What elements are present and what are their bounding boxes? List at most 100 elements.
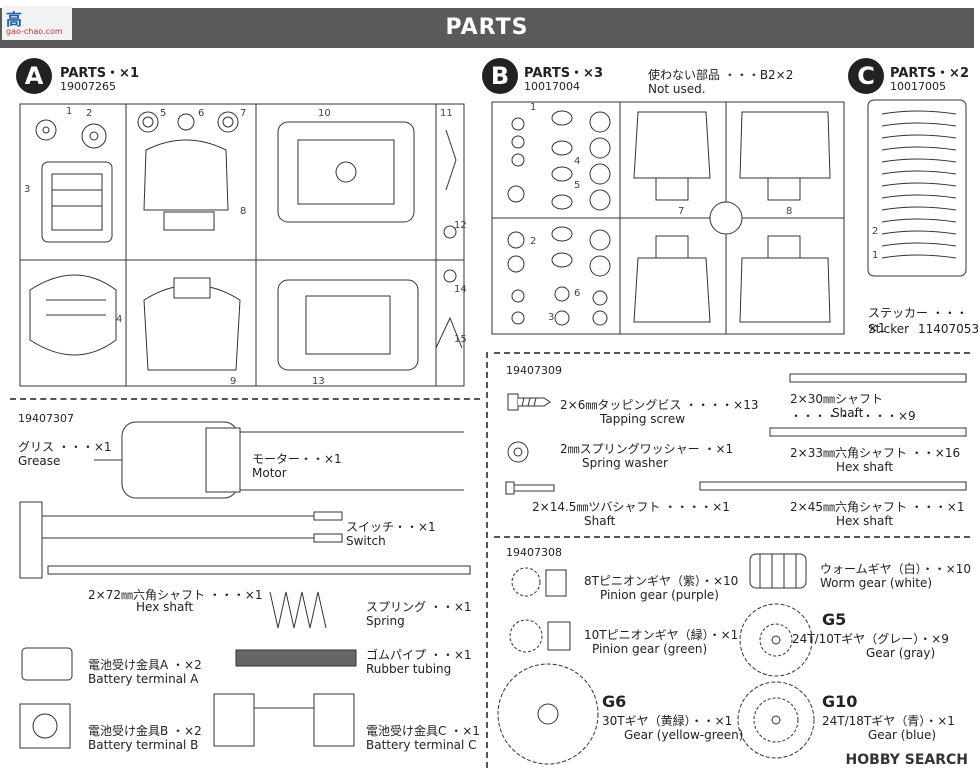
item-jp: モーター・・×1: [252, 452, 342, 466]
sprue-c-label: PARTS・×2: [890, 66, 969, 81]
divider: [494, 536, 970, 538]
item-jp: 電池受け金具C ・×1: [366, 724, 480, 738]
part-number: 5: [160, 108, 167, 119]
sprue-a-drawing: [19, 103, 465, 387]
item-en: Gear (gray): [866, 646, 936, 660]
item-en: Grease: [18, 454, 61, 468]
item-en: Battery terminal C: [366, 738, 477, 752]
bag-19407307-code: 19407307: [18, 412, 74, 425]
sprue-b-drawing: [491, 101, 845, 335]
item-jp: 24T/18Tギヤ（青）・×1: [822, 714, 955, 728]
title-banner: [0, 8, 974, 48]
bag-19407309-drawing: [505, 373, 967, 495]
gear-label: G6: [602, 692, 627, 711]
item-jp: スイッチ・・×1: [346, 520, 436, 534]
part-number: 1: [530, 102, 537, 113]
sprue-a-letter: A: [16, 58, 52, 94]
item-en: Battery terminal B: [88, 738, 199, 752]
item-en: Hex shaft: [836, 460, 894, 474]
part-number: 6: [574, 288, 581, 299]
part-number: 2: [86, 108, 93, 119]
part-number: 2: [530, 236, 537, 247]
item-jp: 30Tギヤ（黄緑）・・×1: [602, 714, 733, 728]
item-jp: 電池受け金具B ・×2: [88, 724, 202, 738]
item-en: Tapping screw: [600, 412, 686, 426]
item-en: Hex shaft: [136, 600, 194, 614]
sprue-c-letter: C: [848, 58, 884, 94]
sprue-b-letter: B: [482, 58, 518, 94]
sprue-b-code: 10017004: [524, 80, 580, 93]
part-number: 15: [454, 334, 467, 345]
part-number: 4: [116, 314, 123, 325]
part-number: 10: [318, 108, 331, 119]
part-number: 1: [66, 106, 73, 117]
part-number: 7: [240, 108, 247, 119]
sticker-code: 11407053: [918, 322, 979, 336]
item-en: Shaft: [584, 514, 616, 528]
item-en: Hex shaft: [836, 514, 894, 528]
item-jp: 2×6㎜タッピングビス ・・・・×13: [560, 398, 759, 412]
item-jp: 2×72㎜六角シャフト ・・・×1: [88, 588, 263, 602]
site-logo-subtext: gao-chao.com: [6, 27, 63, 36]
bag-19407308-code: 19407308: [506, 546, 562, 559]
not-used-jp: 使わない部品 ・・・B2×2: [648, 68, 794, 82]
bag-19407307-drawing: [19, 421, 471, 749]
item-jp: グリス ・・・×1: [18, 440, 112, 454]
item-en: Motor: [252, 466, 287, 480]
item-jp: 24T/10Tギヤ（グレー）・×9: [792, 632, 949, 646]
part-number: 3: [24, 184, 31, 195]
part-number: 8: [786, 206, 793, 217]
divider: [10, 398, 480, 400]
item-en: Switch: [346, 534, 386, 548]
part-number: 12: [454, 220, 467, 231]
sticker-en: Sticker: [868, 322, 910, 336]
sprue-a-code: 19007265: [60, 80, 116, 93]
item-en: Shaft: [832, 406, 864, 420]
part-number: 8: [240, 206, 247, 217]
item-en: Spring: [366, 614, 405, 628]
bag-19407308-drawing: [497, 553, 815, 765]
part-number: 5: [574, 180, 581, 191]
item-jp: 2×14.5㎜ツバシャフト ・・・・×1: [532, 500, 730, 514]
part-number: 14: [454, 284, 467, 295]
item-jp: ウォームギヤ（白）・・×10: [820, 562, 971, 576]
item-jp: ゴムパイプ ・・×1: [366, 648, 472, 662]
part-number: 3: [548, 312, 555, 323]
item-jp: 8Tピニオンギヤ（紫）・×10: [584, 574, 739, 588]
item-jp: 電池受け金具A ・×2: [88, 658, 202, 672]
watermark: HOBBY SEARCH: [845, 752, 968, 768]
sprue-c-code: 10017005: [890, 80, 946, 93]
sprue-c-drawing: [867, 99, 967, 277]
item-en: Gear (blue): [868, 728, 937, 742]
item-en: Gear (yellow-green): [624, 728, 744, 742]
item-en: Worm gear (white): [820, 576, 933, 590]
bag-19407309-code: 19407309: [506, 364, 562, 377]
part-number: 11: [440, 108, 453, 119]
sprue-a-label: PARTS・×1: [60, 66, 139, 81]
gear-label: G10: [822, 692, 858, 711]
not-used-en: Not used.: [648, 82, 706, 96]
item-en: Spring washer: [582, 456, 668, 470]
page-title: PARTS: [445, 15, 529, 40]
gear-label: G5: [822, 610, 847, 629]
item-jp: 2×33㎜六角シャフト ・・×16: [790, 446, 961, 460]
part-number: 4: [574, 156, 581, 167]
item-jp: 2×45㎜六角シャフト ・・・×1: [790, 500, 965, 514]
item-en: Pinion gear (purple): [600, 588, 719, 602]
divider: [486, 352, 488, 768]
item-jp: 10Tピニオンギヤ（緑）・×1: [584, 628, 739, 642]
site-logo: [2, 6, 72, 40]
part-number: 9: [230, 376, 237, 387]
part-number: 13: [312, 376, 325, 387]
item-en: Pinion gear (green): [592, 642, 708, 656]
item-en: Rubber tubing: [366, 662, 452, 676]
part-number: 2: [872, 226, 879, 237]
item-jp: 2×30㎜シャフト ・・・・・・・・・×9: [790, 392, 916, 423]
sprue-b-label: PARTS・×3: [524, 66, 603, 81]
item-en: Battery terminal A: [88, 672, 199, 686]
sticker-jp: ステッカー ・・・×1: [868, 306, 968, 335]
item-jp: スプリング ・・×1: [366, 600, 472, 614]
site-logo-text: 高: [6, 10, 23, 29]
item-jp: 2㎜スプリングワッシャー ・×1: [560, 442, 734, 456]
part-number: 6: [198, 108, 205, 119]
